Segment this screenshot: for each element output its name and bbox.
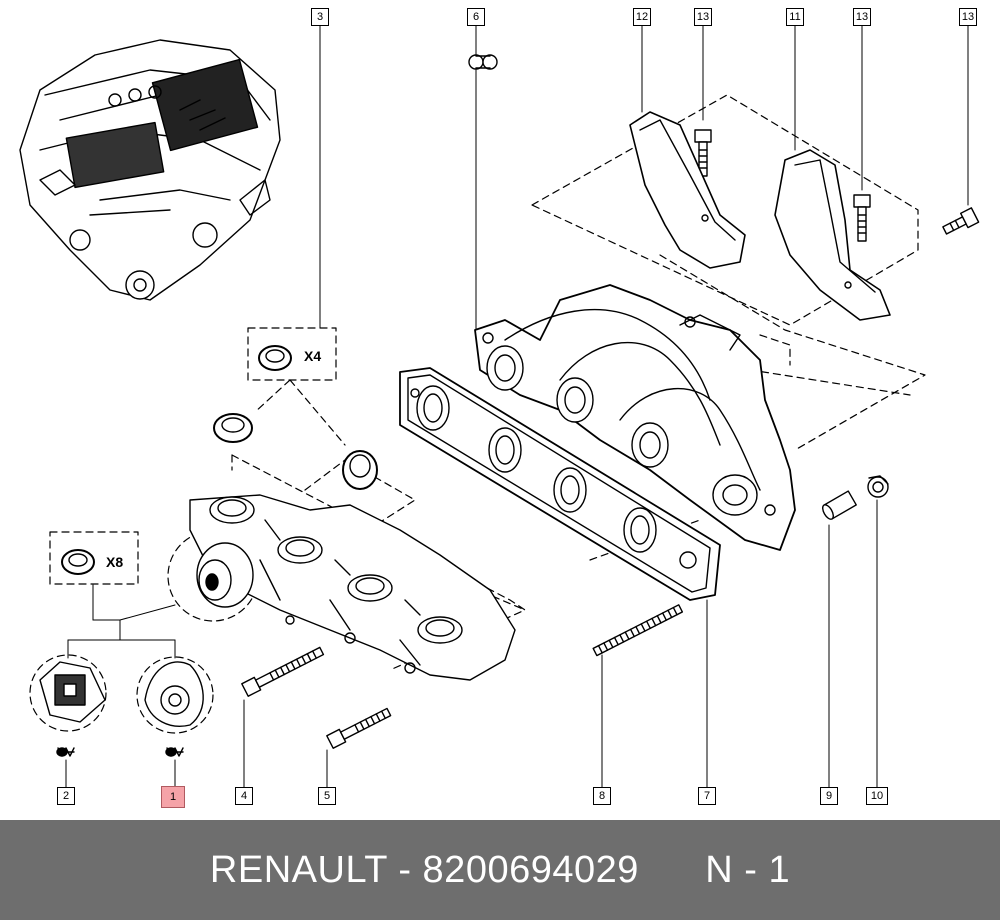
cylinder-head-casting: [189, 494, 516, 681]
callout-7[interactable]: 7: [698, 787, 716, 805]
footer-bar: RENAULT - 8200694029 N - 1: [0, 820, 1000, 920]
clamps: [39, 661, 204, 757]
exhaust-manifold: [474, 284, 796, 551]
callout-2[interactable]: 2: [57, 787, 75, 805]
callout-13-c[interactable]: 13: [959, 8, 977, 26]
bolts: [241, 129, 980, 749]
callout-4[interactable]: 4: [235, 787, 253, 805]
quantity-x4: X4: [304, 348, 322, 364]
callout-10[interactable]: 10: [866, 787, 888, 805]
callout-9[interactable]: 9: [820, 787, 838, 805]
clip-6: [468, 54, 498, 70]
callout-13-a[interactable]: 13: [694, 8, 712, 26]
engine-thumbnail: [19, 39, 281, 301]
exhaust-gasket: [399, 367, 721, 601]
part-number-label: RENAULT - 8200694029 N - 1: [209, 849, 791, 891]
callout-12[interactable]: 12: [633, 8, 651, 26]
callout-11[interactable]: 11: [786, 8, 804, 26]
callout-3[interactable]: 3: [311, 8, 329, 26]
callout-8[interactable]: 8: [593, 787, 611, 805]
leader-lines: [65, 25, 969, 788]
callout-1-highlighted[interactable]: 1: [161, 786, 185, 808]
callout-6[interactable]: 6: [467, 8, 485, 26]
callout-5[interactable]: 5: [318, 787, 336, 805]
spacer-and-nut: [822, 475, 889, 520]
seal-rings: [61, 345, 378, 575]
quantity-x8: X8: [106, 554, 124, 570]
exploded-diagram: [19, 25, 980, 788]
callout-13-b[interactable]: 13: [853, 8, 871, 26]
heat-shields: [629, 111, 891, 321]
